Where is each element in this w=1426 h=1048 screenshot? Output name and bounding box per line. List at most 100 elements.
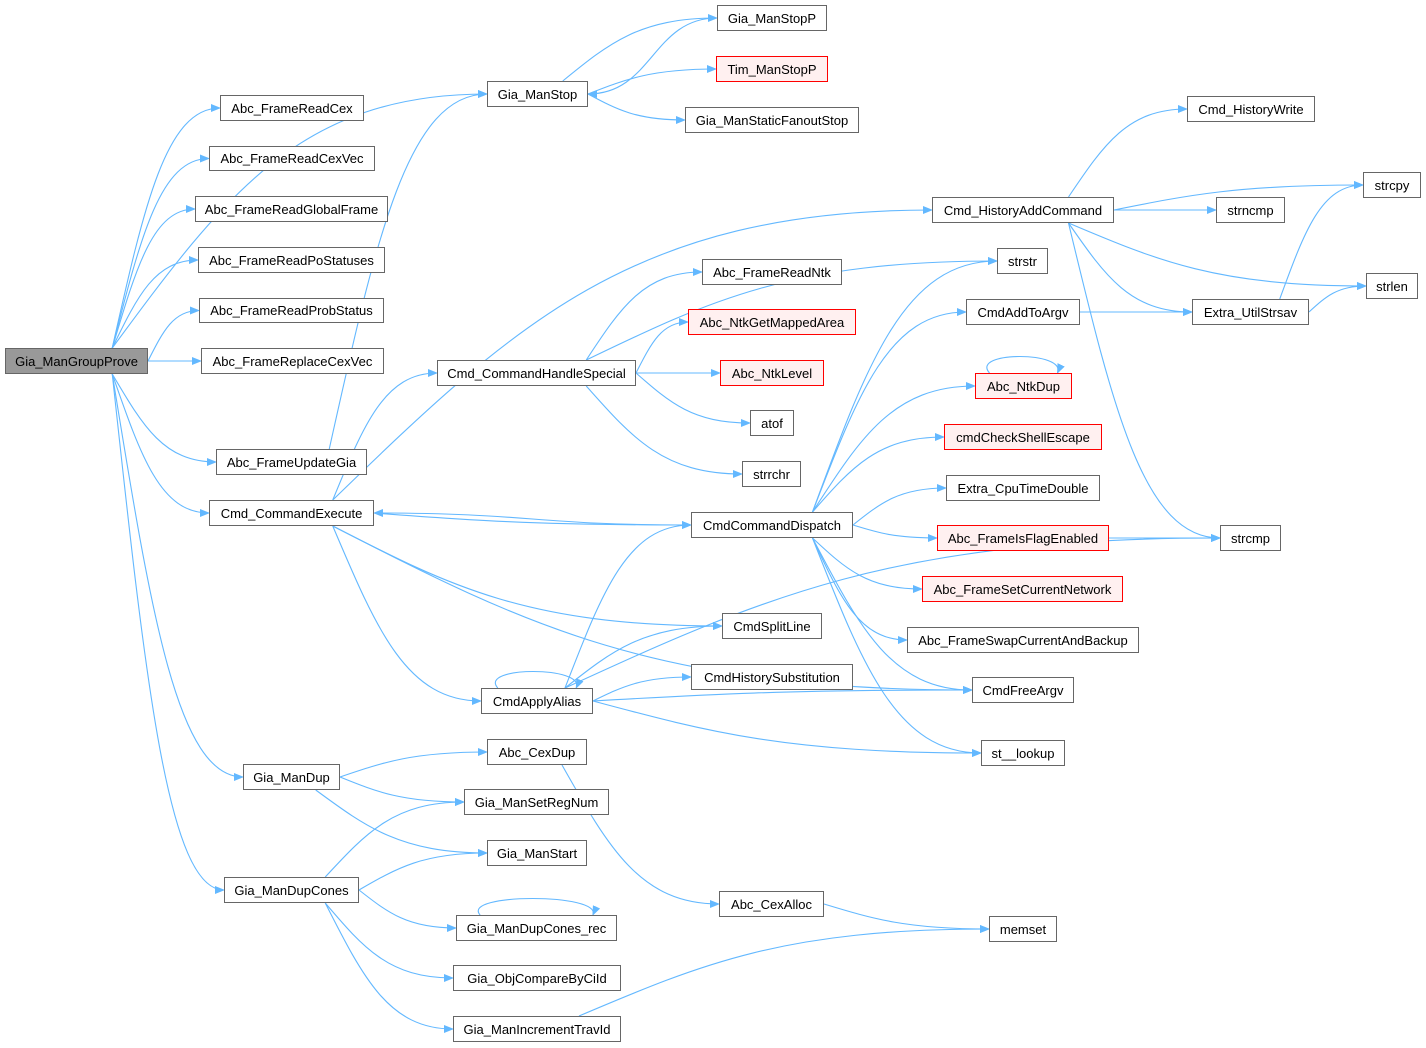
edge-cmd-historyaddcommand-to-strcpy [1113,181,1364,211]
node-cmdcommanddispatch[interactable]: CmdCommandDispatch [691,512,853,538]
node-gia-manstart[interactable]: Gia_ManStart [487,840,587,866]
edge-cmd-commandhandlespecial-to-strrchr [585,385,743,478]
edge-cmdapplyalias-to-cmdsplitline [564,622,723,689]
node-gia-mandup[interactable]: Gia_ManDup [243,764,340,790]
node-label: CmdFreeArgv [982,682,1064,698]
node-strlen[interactable]: strlen [1366,273,1418,299]
node-label: Gia_ManStaticFanoutStop [695,112,849,128]
edge-abc-cexalloc-to-memset [823,903,990,933]
node-gia-manstaticfanoutstop[interactable]: Gia_ManStaticFanoutStop [685,107,859,133]
node-label: Abc_FrameReplaceCexVec [212,353,373,369]
edge-cmdcommanddispatch-to-abc-frameisflagenabled [852,524,938,542]
node-cmd-commandexecute[interactable]: Cmd_CommandExecute [209,500,374,526]
node-abc-ntkdup[interactable]: Abc_NtkDup [975,373,1072,399]
node-cmdaddtoargv[interactable]: CmdAddToArgv [966,299,1080,325]
node-abc-cexalloc[interactable]: Abc_CexAlloc [719,891,824,917]
node-label: Gia_ManIncrementTravId [463,1021,611,1037]
node-atof[interactable]: atof [750,410,794,436]
node-extra-cputimedouble[interactable]: Extra_CpuTimeDouble [946,475,1100,501]
node-extra-utilstrsav[interactable]: Extra_UtilStrsav [1192,299,1309,325]
node-abc-frameswapcurrentandbackup[interactable]: Abc_FrameSwapCurrentAndBackup [907,627,1139,653]
node-gia-mansetregnum[interactable]: Gia_ManSetRegNum [464,789,609,815]
node-label: strstr [1008,253,1037,269]
node-cmd-historyaddcommand[interactable]: Cmd_HistoryAddCommand [932,197,1114,223]
node-cmd-historywrite[interactable]: Cmd_HistoryWrite [1187,96,1315,122]
node-label: Cmd_CommandHandleSpecial [447,365,626,381]
edge-gia-mandupcones-to-gia-mansetregnum [324,798,465,878]
edge-gia-manstopp-to-gia-manstop [587,17,718,98]
node-cmdhistorysubstitution[interactable]: CmdHistorySubstitution [691,664,853,690]
node-label: Cmd_HistoryAddCommand [943,202,1103,218]
node-label: memset [999,921,1047,937]
edge-gia-manstop-to-tim-manstopp [587,65,717,95]
node-abc-framereplacecexvec[interactable]: Abc_FrameReplaceCexVec [201,348,384,374]
node-gia-objcomparebyciid[interactable]: Gia_ObjCompareByCiId [453,965,621,991]
edge-gia-mangroupprove-to-abc-framereadcexvec [111,154,210,349]
node-label: strcpy [1374,177,1410,193]
edge-cmdcommanddispatch-to-abc-frameswapcurrentandbackup [812,537,908,644]
node-strcpy[interactable]: strcpy [1363,172,1421,198]
node-label: CmdSplitLine [733,618,811,634]
edge-gia-mangroupprove-to-gia-mandupcones [111,373,225,894]
edge-cmd-commandexecute-to-cmdsplitline [332,525,723,630]
node-abc-ntkgetmappedarea[interactable]: Abc_NtkGetMappedArea [688,309,856,335]
node-abc-framereadglobalframe[interactable]: Abc_FrameReadGlobalFrame [195,196,388,222]
node-tim-manstopp[interactable]: Tim_ManStopP [716,56,828,82]
node-cmdapplyalias[interactable]: CmdApplyAlias [481,688,593,714]
node-abc-cexdup[interactable]: Abc_CexDup [487,739,587,765]
node-abc-framesetcurrentnetwork[interactable]: Abc_FrameSetCurrentNetwork [922,576,1123,602]
node-cmd-commandhandlespecial[interactable]: Cmd_CommandHandleSpecial [437,360,636,386]
edge-cmdapplyalias-to-cmdcommanddispatch [564,521,692,689]
edge-cmdcommanddispatch-to-cmdfreeargv [812,537,973,694]
edge-cmd-commandexecute-to-cmd-historyaddcommand [332,206,933,501]
node-abc-frameupdategia[interactable]: Abc_FrameUpdateGia [216,449,367,475]
node-abc-frameisflagenabled[interactable]: Abc_FrameIsFlagEnabled [937,525,1109,551]
edge-gia-mandupcones-to-gia-manincrementtravid [324,902,454,1033]
node-abc-framereadcex[interactable]: Abc_FrameReadCex [220,95,364,121]
edge-gia-mangroupprove-to-cmd-commandexecute [111,373,210,517]
node-strstr[interactable]: strstr [997,248,1048,274]
node-abc-framereadntk[interactable]: Abc_FrameReadNtk [702,259,842,285]
edge-cmdcommanddispatch-to-abc-ntkdup [812,382,976,513]
node-label: Abc_CexAlloc [731,896,812,912]
node-label: Cmd_CommandExecute [220,505,363,521]
edge-gia-mandupcones-rec-to-gia-mandupcones-rec [477,898,601,916]
node-strcmp[interactable]: strcmp [1220,525,1281,551]
node-label: Gia_ManStopP [727,10,817,26]
node-gia-manincrementtravid[interactable]: Gia_ManIncrementTravId [453,1016,621,1042]
node-label: strcmp [1231,530,1270,546]
node-cmdsplitline[interactable]: CmdSplitLine [722,613,822,639]
edge-gia-manincrementtravid-to-memset [578,925,990,1017]
node-strncmp[interactable]: strncmp [1216,197,1285,223]
node-abc-ntklevel[interactable]: Abc_NtkLevel [720,360,824,386]
node-label: st__lookup [991,745,1055,761]
node-memset[interactable]: memset [989,916,1057,942]
node-cmdcheckshellescape[interactable]: cmdCheckShellEscape [944,424,1102,450]
node-label: Abc_FrameSwapCurrentAndBackup [918,632,1128,648]
node-strrchr[interactable]: strrchr [742,461,801,487]
edge-cmd-historyaddcommand-to-extra-utilstrsav [1068,222,1193,316]
edge-cmdcommanddispatch-to-extra-cputimedouble [852,484,947,526]
node-abc-framereadprobstatus[interactable]: Abc_FrameReadProbStatus [199,298,384,323]
edge-gia-mandup-to-abc-cexdup [339,748,488,778]
node-abc-framereadcexvec[interactable]: Abc_FrameReadCexVec [209,146,375,171]
node-label: Abc_FrameIsFlagEnabled [947,530,1099,546]
edge-cmd-historyaddcommand-to-cmd-historywrite [1068,105,1188,198]
edge-cmd-commandhandlespecial-to-atof [635,372,751,427]
node-abc-framereadpostatuses[interactable]: Abc_FrameReadPoStatuses [198,247,385,273]
node-cmdfreeargv[interactable]: CmdFreeArgv [972,677,1074,703]
node-gia-mandupcones[interactable]: Gia_ManDupCones [224,877,359,903]
node-label: strrchr [753,466,790,482]
edge-gia-mangroupprove-to-abc-framereadpostatuses [111,256,199,349]
node-gia-manstopp[interactable]: Gia_ManStopP [717,5,827,31]
edge-abc-ntkdup-to-abc-ntkdup [986,356,1065,374]
node-gia-manstop[interactable]: Gia_ManStop [487,81,588,107]
node-gia-mandupcones-rec[interactable]: Gia_ManDupCones_rec [456,915,617,941]
node-st-lookup[interactable]: st__lookup [981,740,1065,766]
edge-gia-mangroupprove-to-abc-framereadglobalframe [111,205,196,349]
node-label: Abc_FrameSetCurrentNetwork [933,581,1112,597]
edge-gia-mandupcones-to-gia-mandupcones-rec [358,889,457,932]
edge-extra-utilstrsav-to-strcpy [1279,181,1364,300]
edge-gia-manstop-to-gia-manstopp [562,14,718,82]
